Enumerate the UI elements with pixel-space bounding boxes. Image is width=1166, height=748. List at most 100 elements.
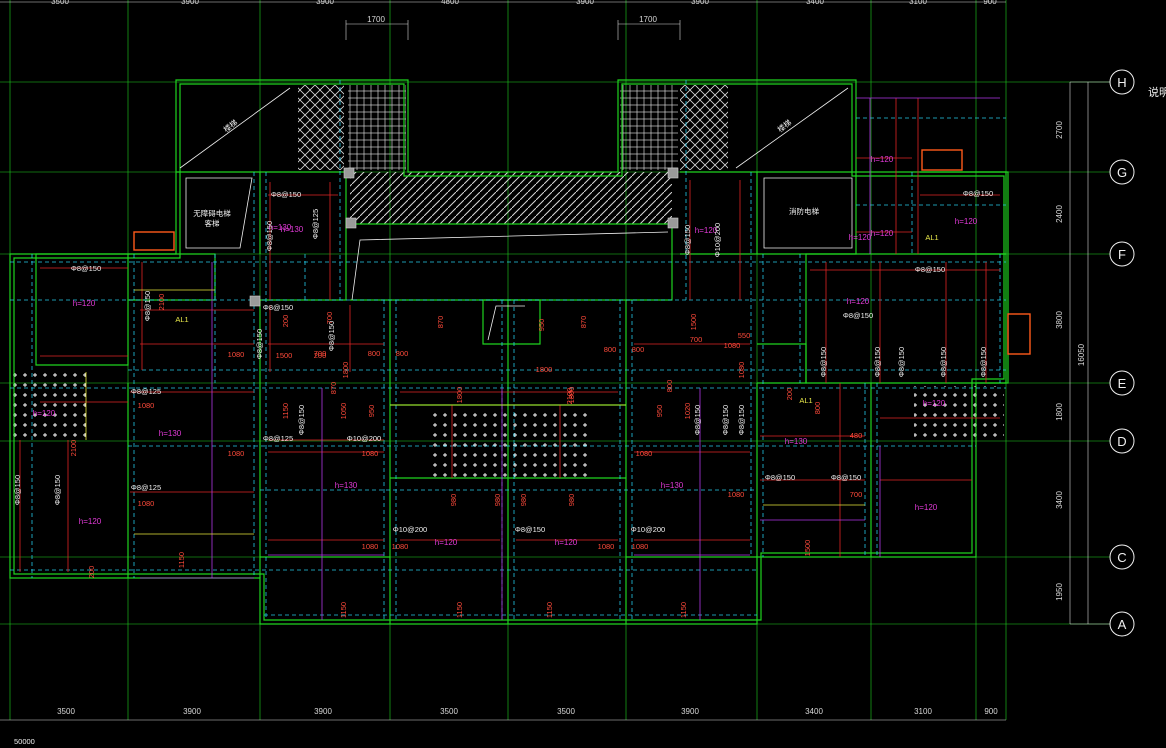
right-dimension: 3400 — [1055, 491, 1064, 509]
axis-bubble — [1109, 428, 1135, 454]
dimension-label: 950 — [655, 405, 664, 418]
bottom-dimension: 900 — [984, 707, 998, 716]
dimension-label: 1080 — [598, 542, 615, 551]
axis-label: G — [1117, 165, 1127, 180]
dimension-label: 1080 — [138, 499, 155, 508]
walls — [9, 79, 1009, 625]
slab-thickness-label: h=130 — [335, 481, 358, 490]
rebar-label: Φ8@125 — [131, 483, 161, 492]
top-dimension-secondary: 1700 — [367, 15, 385, 24]
right-total-dimension: 16050 — [1077, 343, 1086, 366]
dimension-label: 480 — [850, 431, 863, 440]
dimension-label: 800 — [368, 349, 381, 358]
scale-label: 50000 — [14, 737, 35, 746]
slab-thickness-label: h=120 — [849, 233, 872, 242]
rebar-label: Φ8@150 — [915, 265, 945, 274]
right-dimension: 1950 — [1055, 583, 1064, 601]
rebar-label: Φ8@150 — [831, 473, 861, 482]
dimension-label: 200 — [314, 351, 327, 360]
dimension-label: 1500 — [276, 351, 293, 360]
rebar-label: Φ8@150 — [693, 405, 702, 435]
dimension-label: 200 — [87, 566, 96, 579]
rebar-label: Φ8@150 — [13, 475, 22, 505]
slab-thickness-label: h=120 — [955, 217, 978, 226]
axis-label: C — [1117, 550, 1126, 565]
dimension-label: 1500 — [689, 314, 698, 331]
rebar-label: Φ10@200 — [713, 223, 722, 257]
rebar-label: Φ10@200 — [347, 434, 381, 443]
rebar-label: Φ8@150 — [271, 190, 301, 199]
dimension-label: 800 — [396, 349, 409, 358]
dimension-label: 1080 — [228, 449, 245, 458]
rebar-label: Φ8@150 — [873, 347, 882, 377]
dimension-label: 800 — [665, 380, 674, 393]
dimension-label: 700 — [314, 349, 327, 358]
side-note: 说明 — [1148, 85, 1166, 99]
dimension-label: 980 — [449, 494, 458, 507]
slab-thickness-label: h=120 — [847, 297, 870, 306]
room-label: 无障碍电梯 — [193, 208, 231, 218]
top-dimension: 4800 — [441, 0, 459, 6]
axis-bubble — [1109, 159, 1135, 185]
slab-thickness-label: h=130 — [785, 437, 808, 446]
axis-bubble — [1109, 69, 1135, 95]
axis-bubble — [1109, 611, 1135, 637]
dimension-label: 1080 — [362, 542, 379, 551]
dimension-label: 870 — [329, 382, 338, 395]
slab-thickness-label: h=120 — [33, 409, 56, 418]
slab-thickness-label: h=120 — [79, 517, 102, 526]
rebar-label: Φ8@125 — [263, 434, 293, 443]
dimension-label: 1150 — [545, 602, 554, 618]
dimension-label: 950 — [537, 319, 546, 332]
dimension-label: 870 — [436, 316, 445, 329]
dimension-label: 700 — [325, 312, 334, 325]
dimension-label: 2100 — [565, 388, 574, 405]
top-dimension: 3900 — [576, 0, 594, 6]
dimension-label: 1150 — [455, 602, 464, 618]
slab-thickness-label: h=120 — [871, 155, 894, 164]
slab-thickness-label: h=120 — [555, 538, 578, 547]
bottom-dimension: 3400 — [805, 707, 823, 716]
axis-bubble — [1109, 370, 1135, 396]
dimension-label: 1080 — [392, 542, 409, 551]
stair-elevator-lines — [179, 87, 853, 341]
rebar-label: Φ8@150 — [297, 405, 306, 435]
room-label: 客梯 — [205, 218, 220, 228]
rebar-label: Φ8@150 — [515, 525, 545, 534]
dimension-label: 2100 — [157, 294, 166, 311]
rebar-label: Φ8@150 — [819, 347, 828, 377]
dimension-label: 1150 — [281, 403, 290, 419]
axis-label: A — [1118, 617, 1127, 632]
right-dimension: 3800 — [1055, 311, 1064, 329]
dimension-label: 200 — [785, 388, 794, 401]
dimension-label: 1150 — [339, 602, 348, 618]
slab-thickness-label: h=120 — [871, 229, 894, 238]
slab-thickness-label: h=120 — [695, 226, 718, 235]
distribution-lines — [140, 97, 1000, 620]
right-dimension: 1800 — [1055, 403, 1064, 421]
dimension-label: 1050 — [339, 403, 348, 420]
columns — [249, 167, 679, 307]
top-dimension: 3400 — [806, 0, 824, 6]
axis-bubble — [1109, 241, 1135, 267]
dimension-label: 1080 — [737, 362, 746, 379]
bottom-dimension: 3500 — [557, 707, 575, 716]
rebar-label: Φ8@150 — [53, 475, 62, 505]
dimension-label: 980 — [493, 494, 502, 507]
top-dimension: 3900 — [181, 0, 199, 6]
dimension-label: 550 — [738, 331, 751, 340]
rebar-lines — [19, 98, 1000, 572]
rebar-label: Φ8@150 — [979, 347, 988, 377]
bottom-dimension: 3900 — [183, 707, 201, 716]
orange-boxes — [133, 149, 1031, 355]
rebar-label: Φ8@150 — [265, 221, 274, 251]
dimension-lines — [0, 1, 1110, 721]
room-label: 楼梯 — [221, 117, 239, 134]
rebar-label: Φ8@150 — [683, 225, 692, 255]
dimension-label: 800 — [604, 345, 617, 354]
rebar-label: Φ8@150 — [897, 347, 906, 377]
slab-thickness-label: h=130 — [269, 223, 292, 232]
axis-label: F — [1118, 247, 1126, 262]
bottom-dimension: 3900 — [314, 707, 332, 716]
al-label: AL1 — [175, 315, 188, 324]
